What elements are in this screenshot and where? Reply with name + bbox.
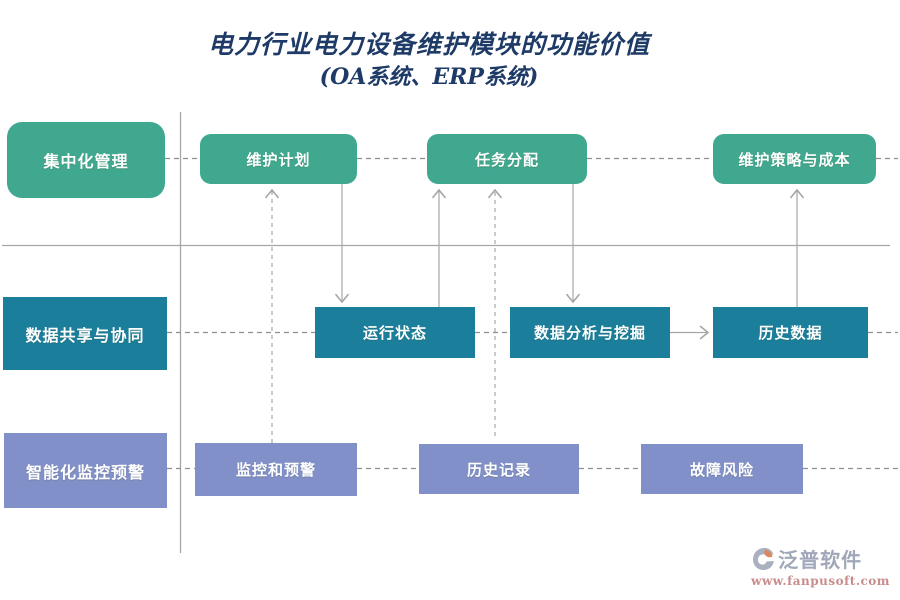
watermark: 泛普软件 www.fanpusoft.com <box>751 544 890 588</box>
box-data-analysis-mining: 数据分析与挖掘 <box>510 307 670 358</box>
watermark-brand: 泛普软件 <box>778 548 863 572</box>
page-title: 电力行业电力设备维护模块的功能价值 (OA系统、ERP系统) <box>0 30 858 91</box>
box-historical-data: 历史数据 <box>713 307 868 358</box>
box-maintenance-strategy-cost: 维护策略与成本 <box>713 134 876 184</box>
box-fault-risk: 故障风险 <box>641 444 803 494</box>
box-data-sharing-collaboration: 数据共享与协同 <box>3 297 167 370</box>
box-history-records: 历史记录 <box>419 444 579 494</box>
box-monitoring-and-warning: 监控和预警 <box>195 443 357 496</box>
box-centralized-management: 集中化管理 <box>7 122 165 198</box>
box-intelligent-monitoring-warning: 智能化监控预警 <box>4 433 167 508</box>
box-task-assignment: 任务分配 <box>427 134 587 184</box>
box-operating-status: 运行状态 <box>315 307 475 358</box>
fanpu-logo-icon <box>753 547 774 570</box>
page-title-line2: (OA系统、ERP系统) <box>319 64 539 90</box>
box-maintenance-plan: 维护计划 <box>200 134 357 184</box>
page-title-line1: 电力行业电力设备维护模块的功能价值 <box>207 30 650 59</box>
watermark-url: www.fanpusoft.com <box>751 574 890 588</box>
